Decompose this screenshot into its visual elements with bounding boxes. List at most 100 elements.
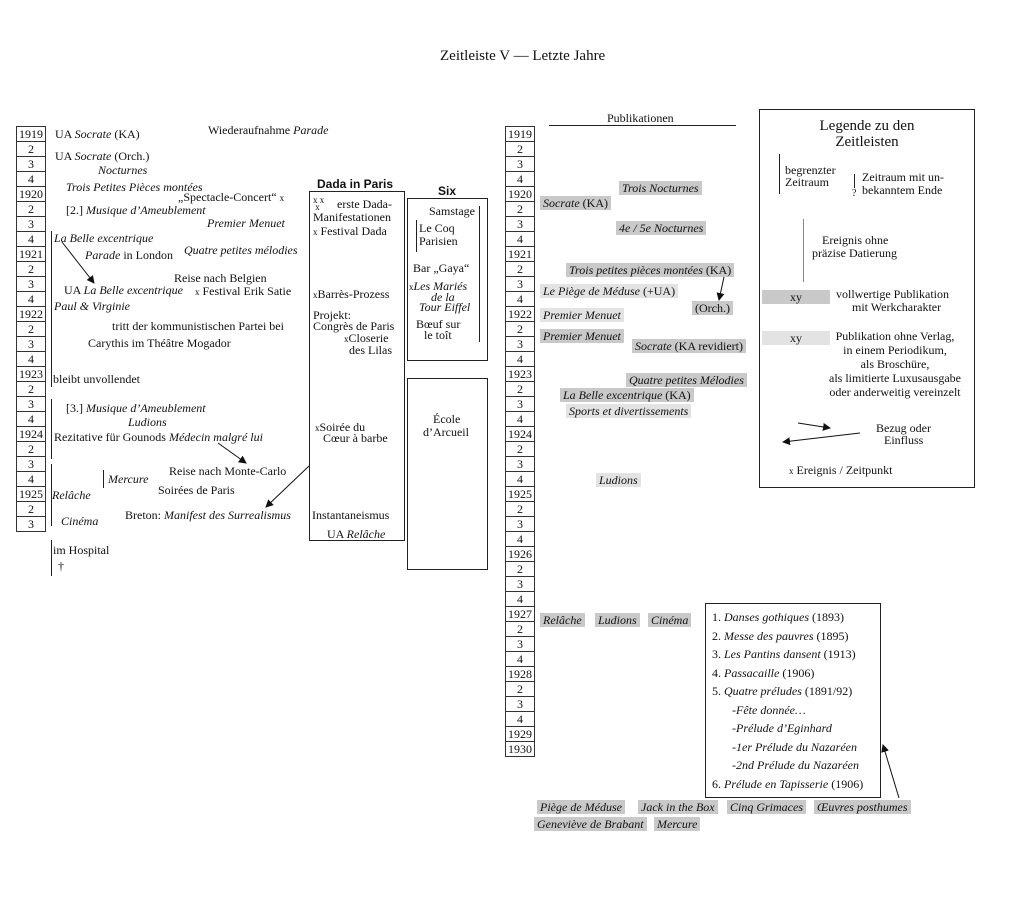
legend-ohne-dat-bar [803,219,804,282]
year-cell: 4 [505,411,535,427]
period-bar-hospital [51,540,52,576]
year-cell: 1928 [505,666,535,682]
legend-begrenzt-1: begrenzter [785,163,836,177]
period-bar-musique [51,399,52,459]
event-mark: x [344,334,349,344]
pub-mercure: Mercure [654,817,701,831]
posthumous-list-item: -Prélude d’Eginhard [732,721,832,735]
pub-quatre-petites: Quatre petites Mélodies [626,373,747,387]
year-cell: 1919 [505,126,535,142]
pub-ludions: Ludions [596,473,641,487]
publikationen-underline [549,125,736,126]
year-cell: 4 [16,411,46,427]
dada-soiree: xSoirée du [315,420,366,434]
event-mark: x [315,423,320,433]
pub-la-belle: La Belle excentrique (KA) [560,388,694,402]
year-cell: 1924 [16,426,46,442]
posthumous-list-item: 1. Danses gothiques (1893) [712,610,844,624]
event-reise-belgien: Reise nach Belgien [174,271,267,285]
event-mark: x [195,287,200,297]
pub-premier-menuet-b: Premier Menuet [540,329,624,343]
dada-manifestationen: Manifestationen [313,210,391,224]
legend-ohne-verlag: Publikation ohne Verlag,in einem Periodi… [829,329,961,399]
pub-ludions-2: Ludions [595,613,640,627]
dada-projekt: Projekt: [313,308,351,322]
legend-xy-dark: xy [762,290,830,304]
posthumous-list-item: -2nd Prélude du Nazaréen [732,758,859,772]
event-kommunist: tritt der kommunistischen Partei bei [112,319,284,333]
event-mark: x [789,466,794,476]
year-cell: 1926 [505,546,535,562]
dada-lilas: des Lilas [349,343,392,357]
dada-ua-relache: UA Relâche [327,527,386,541]
pub-premier-menuet-a: Premier Menuet [540,308,624,322]
arrow-orch [716,276,725,301]
event-ua-la-belle: UA La Belle excentrique [64,283,183,297]
six-toit: le toît [424,328,452,342]
pub-socrate-rev: Socrate (KA revidiert) [632,339,746,353]
year-cell: 1930 [505,741,535,757]
posthumous-list-item: -1er Prélude du Nazaréen [732,739,857,754]
arrow-dada-breton [265,465,310,508]
posthumous-list-item: 6. Prélude en Tapisserie (1906) [712,776,864,791]
legend-bezug-2: Einfluss [884,433,924,447]
dada-festival: x Festival Dada [313,224,387,238]
dagger-symbol: † [58,559,64,573]
arcueil-ecole: École [433,412,461,426]
year-cell: 2 [505,501,535,517]
event-ludions: Ludions [128,415,167,429]
posthumous-list-item: 2. Messe des pauvres (1895) [712,628,849,643]
event-mark: x [409,282,414,292]
legend-unbekannt-1: Zeitraum mit un- [862,170,944,184]
publikationen-heading: Publikationen [607,111,674,125]
year-cell: 1924 [505,426,535,442]
legend-bezug-1: Bezug oder [876,421,931,435]
legend-xy-light: xy [762,331,830,345]
period-bar-la-belle [51,231,52,387]
year-cell: 1920 [16,186,46,202]
event-la-belle: La Belle excentrique [54,231,154,245]
legend-arrow-left [782,432,861,446]
year-cell: 1919 [16,126,46,142]
event-festival-satie: x Festival Erik Satie [195,284,292,298]
legend-begrenzt-2: Zeitraum [785,175,829,189]
six-box [407,198,488,361]
pub-piege-1929: Piège de Méduse [537,800,625,814]
legend-ereignis: x Ereignis / Zeitpunkt [789,463,893,477]
posthumous-list-box [705,603,881,798]
legend-begrenzt-bar [779,154,780,194]
event-nocturnes: Nocturnes [98,163,148,177]
dada-closerie: xCloserie [344,331,389,345]
posthumous-list: 1. Danses gothiques (1893) 2. Messe des p… [712,610,863,795]
event-carythis: Carythis im Théâtre Mogador [88,336,231,350]
pub-cinq: Cinq Grimaces [727,800,806,814]
arrow-la-belle [61,241,95,284]
legend-box [759,109,975,488]
event-soirees-paris: Soirées de Paris [158,483,235,497]
event-rezitative: Rezitative für Gounods Médecin malgré lu… [54,430,263,444]
pub-jack: Jack in the Box [638,800,718,814]
arcueil-name: d’Arcueil [423,425,469,439]
event-reise-monte-carlo: Reise nach Monte-Carlo [169,464,287,478]
pub-trois-nocturnes: Trois Nocturnes [619,181,702,195]
dada-box [309,191,405,541]
event-mercure: Mercure [108,472,149,486]
pub-nocturnes-45: 4e / 5e Nocturnes [616,221,707,235]
arrow-rezitative [217,442,247,464]
dada-coeur: Cœur à barbe [323,431,388,445]
event-breton: Breton: Manifest des Surrealismus [125,508,291,522]
event-trois-petites: Trois Petites Pièces montées [66,180,203,194]
posthumous-list-item: 4. Passacaille (1906) [712,665,815,680]
page-title: Zeitleiste V — Letzte Jahre [440,48,606,64]
year-cell: 2 [505,621,535,637]
pub-piege: Le Piège de Méduse (+UA) [540,284,679,298]
event-wiederaufnahme-parade: Wiederaufnahme Parade [208,123,329,137]
event-spectacle-concert: „Spectacle-Concert“ x [178,190,285,204]
event-cinema: Cinéma [61,514,99,528]
six-coq: Le Coq [419,221,455,235]
event-premier-menuet: Premier Menuet [207,216,285,230]
